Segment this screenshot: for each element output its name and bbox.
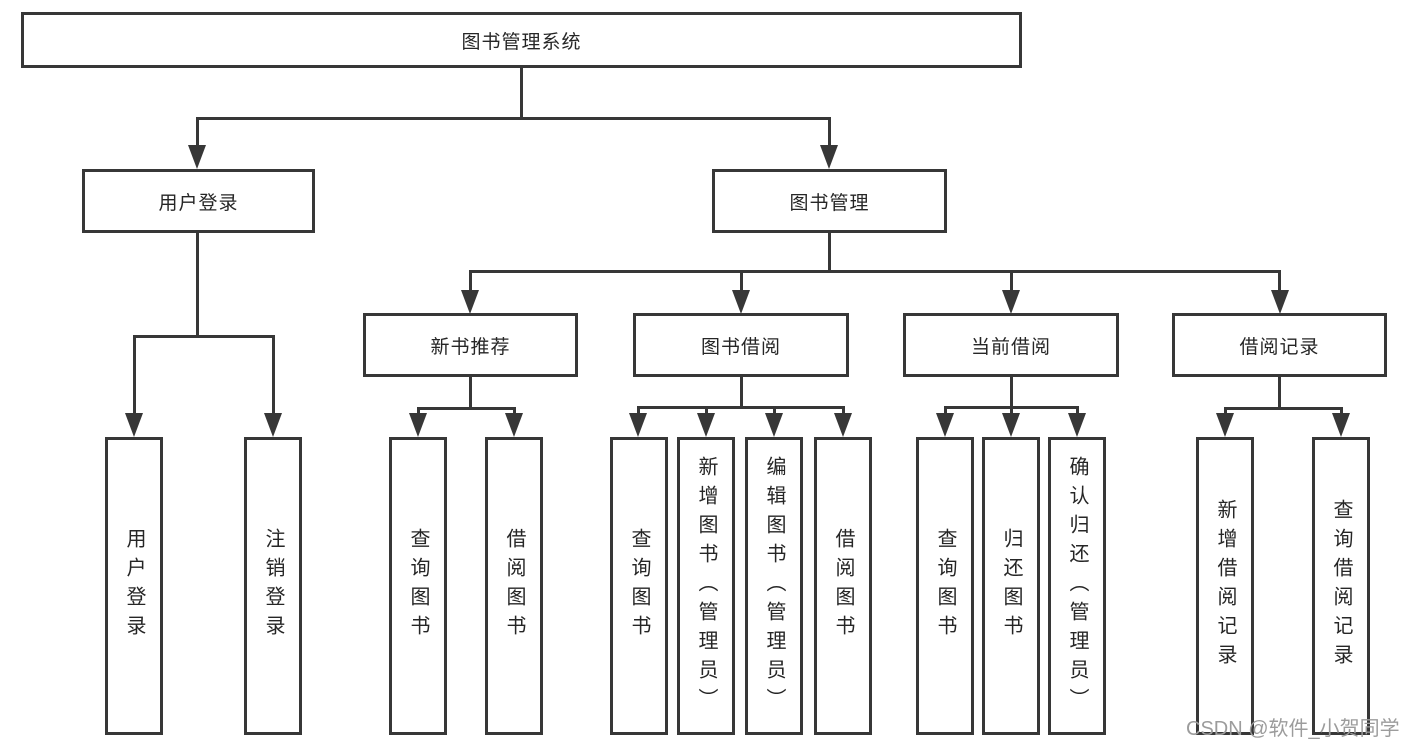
connector-line — [196, 232, 199, 338]
connector-line — [1224, 407, 1227, 418]
connector-line — [469, 376, 472, 407]
leaf-label: 新增图书（管理员） — [695, 455, 717, 717]
leaf-label: 确认归还（管理员） — [1066, 455, 1088, 717]
arrow-down-icon — [765, 413, 783, 437]
connector-line — [1010, 406, 1013, 418]
connector-line — [520, 66, 523, 119]
arrow-down-icon — [820, 145, 838, 169]
node-book-borrowing: 图书借阅 — [633, 313, 849, 377]
node-new-book-recommendation: 新书推荐 — [363, 313, 578, 377]
connector-line — [272, 335, 275, 418]
arrow-down-icon — [1271, 290, 1289, 314]
arrow-down-icon — [1332, 413, 1350, 437]
connector-line — [1278, 270, 1281, 295]
connector-line — [470, 270, 1281, 273]
arrow-down-icon — [1002, 413, 1020, 437]
node-library-management-system: 图书管理系统 — [21, 12, 1022, 68]
arrow-down-icon — [936, 413, 954, 437]
connector-line — [1340, 407, 1343, 418]
arrow-down-icon — [461, 290, 479, 314]
connector-line — [773, 406, 776, 418]
leaf-return-books: 归还图书 — [982, 437, 1040, 735]
leaf-borrow-books-recommend: 借阅图书 — [485, 437, 543, 735]
leaf-user-login: 用户登录 — [105, 437, 163, 735]
leaf-label: 借阅图书 — [503, 528, 525, 644]
node-label: 新书推荐 — [430, 336, 511, 358]
connector-line — [417, 407, 516, 410]
connector-line — [469, 270, 472, 295]
leaf-add-borrow-record: 新增借阅记录 — [1196, 437, 1254, 735]
connector-line — [828, 232, 831, 273]
node-label: 借阅记录 — [1239, 336, 1320, 358]
arrow-down-icon — [409, 413, 427, 437]
connector-line — [740, 270, 743, 295]
arrow-down-icon — [1002, 290, 1020, 314]
watermark: CSDN @软件_小贺同学 — [1186, 718, 1400, 740]
node-label: 用户登录 — [158, 192, 239, 214]
connector-line — [828, 117, 831, 150]
leaf-add-books-admin: 新增图书（管理员） — [677, 437, 735, 735]
arrow-down-icon — [697, 413, 715, 437]
connector-line — [1010, 270, 1013, 295]
connector-line — [1010, 376, 1013, 406]
connector-line — [1224, 407, 1343, 410]
leaf-query-borrow-record: 查询借阅记录 — [1312, 437, 1370, 735]
connector-line — [842, 406, 845, 418]
leaf-query-books-borrow: 查询图书 — [610, 437, 668, 735]
arrow-down-icon — [732, 290, 750, 314]
leaf-edit-books-admin: 编辑图书（管理员） — [745, 437, 803, 735]
leaf-label: 注销登录 — [262, 528, 284, 644]
connector-line — [1278, 376, 1281, 407]
arrow-down-icon — [629, 413, 647, 437]
leaf-label: 编辑图书（管理员） — [763, 455, 785, 717]
connector-line — [637, 406, 845, 409]
connector-line — [944, 406, 947, 418]
leaf-confirm-return-admin: 确认归还（管理员） — [1048, 437, 1106, 735]
leaf-label: 查询借阅记录 — [1330, 499, 1352, 673]
leaf-label: 归还图书 — [1000, 528, 1022, 644]
connector-line — [417, 407, 420, 418]
node-user-login: 用户登录 — [82, 169, 315, 233]
node-borrowing-records: 借阅记录 — [1172, 313, 1387, 377]
connector-line — [513, 407, 516, 418]
leaf-label: 借阅图书 — [832, 528, 854, 644]
leaf-query-books-recommend: 查询图书 — [389, 437, 447, 735]
leaf-label: 用户登录 — [123, 528, 145, 644]
leaf-label: 查询图书 — [934, 528, 956, 644]
connector-line — [637, 406, 640, 418]
leaf-logout: 注销登录 — [244, 437, 302, 735]
connector-line — [1076, 406, 1079, 418]
leaf-query-books-current: 查询图书 — [916, 437, 974, 735]
leaf-borrow-books: 借阅图书 — [814, 437, 872, 735]
connector-line — [196, 117, 831, 120]
arrow-down-icon — [834, 413, 852, 437]
arrow-down-icon — [1216, 413, 1234, 437]
node-label: 当前借阅 — [970, 336, 1051, 358]
connector-line — [196, 117, 199, 150]
leaf-label: 查询图书 — [628, 528, 650, 644]
node-book-management: 图书管理 — [712, 169, 947, 233]
arrow-down-icon — [264, 413, 282, 437]
leaf-label: 查询图书 — [407, 528, 429, 644]
node-label: 图书管理 — [789, 192, 870, 214]
connector-line — [740, 376, 743, 406]
node-current-borrowing: 当前借阅 — [903, 313, 1119, 377]
node-label: 图书管理系统 — [461, 31, 582, 53]
arrow-down-icon — [125, 413, 143, 437]
node-label: 图书借阅 — [700, 336, 781, 358]
arrow-down-icon — [1068, 413, 1086, 437]
connector-line — [133, 335, 136, 418]
arrow-down-icon — [505, 413, 523, 437]
leaf-label: 新增借阅记录 — [1214, 499, 1236, 673]
connector-line — [705, 406, 708, 418]
arrow-down-icon — [188, 145, 206, 169]
connector-line — [133, 335, 275, 338]
